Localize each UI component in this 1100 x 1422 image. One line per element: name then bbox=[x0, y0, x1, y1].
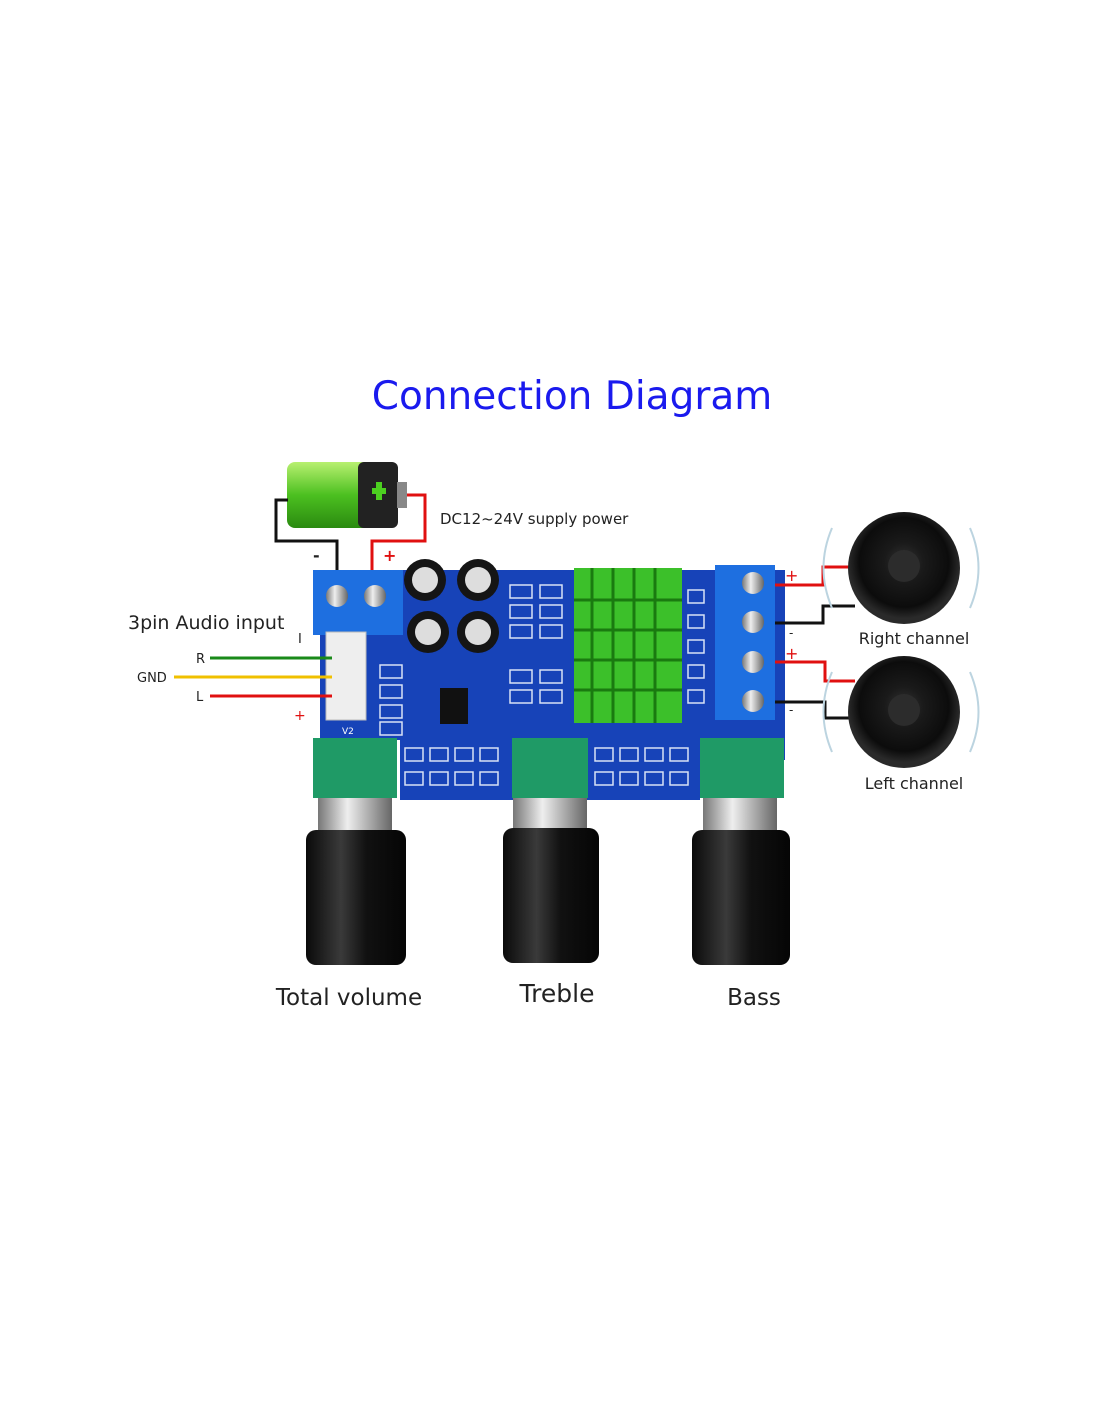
r-label: R bbox=[196, 652, 205, 667]
gnd-label: GND bbox=[137, 671, 167, 686]
treble-knob[interactable] bbox=[503, 738, 599, 963]
bass-label: Bass bbox=[727, 985, 781, 1011]
left-speaker-icon bbox=[822, 656, 980, 768]
smd-components bbox=[379, 584, 705, 786]
left-plus-label: + bbox=[785, 644, 798, 663]
heatsink bbox=[574, 568, 682, 723]
power-plus-wire bbox=[370, 493, 427, 575]
battery-icon bbox=[287, 462, 407, 528]
total-volume-knob[interactable] bbox=[306, 738, 406, 965]
power-supply-label: DC12~24V supply power bbox=[440, 510, 629, 528]
l-label: L bbox=[196, 690, 204, 705]
amplifier-board: V2 bbox=[313, 559, 785, 800]
total-volume-label: Total volume bbox=[275, 985, 422, 1011]
capacitors bbox=[404, 559, 499, 653]
power-minus-wire bbox=[274, 498, 339, 575]
left-plus-wire bbox=[775, 660, 855, 683]
diagram-title: Connection Diagram bbox=[372, 374, 773, 419]
ic-chip bbox=[440, 688, 468, 724]
board-marking: V2 bbox=[342, 727, 354, 737]
left-minus-label: - bbox=[789, 703, 793, 717]
treble-label: Treble bbox=[519, 979, 595, 1008]
right-minus-label: - bbox=[789, 626, 793, 640]
right-plus-label: + bbox=[785, 566, 798, 585]
bass-knob[interactable] bbox=[692, 738, 790, 965]
audio-plus-label: + bbox=[294, 708, 306, 724]
right-speaker-icon bbox=[822, 512, 980, 624]
power-plus-label: + bbox=[383, 546, 396, 565]
right-channel-label: Right channel bbox=[859, 629, 970, 648]
pin1-marker: I bbox=[298, 632, 302, 647]
left-channel-label: Left channel bbox=[865, 774, 964, 793]
power-minus-label: - bbox=[313, 546, 320, 565]
left-minus-wire bbox=[775, 700, 850, 720]
audio-input-label: 3pin Audio input bbox=[128, 612, 284, 634]
power-terminal-block bbox=[313, 570, 403, 635]
right-minus-wire bbox=[775, 604, 855, 625]
audio-input-connector bbox=[325, 631, 367, 721]
